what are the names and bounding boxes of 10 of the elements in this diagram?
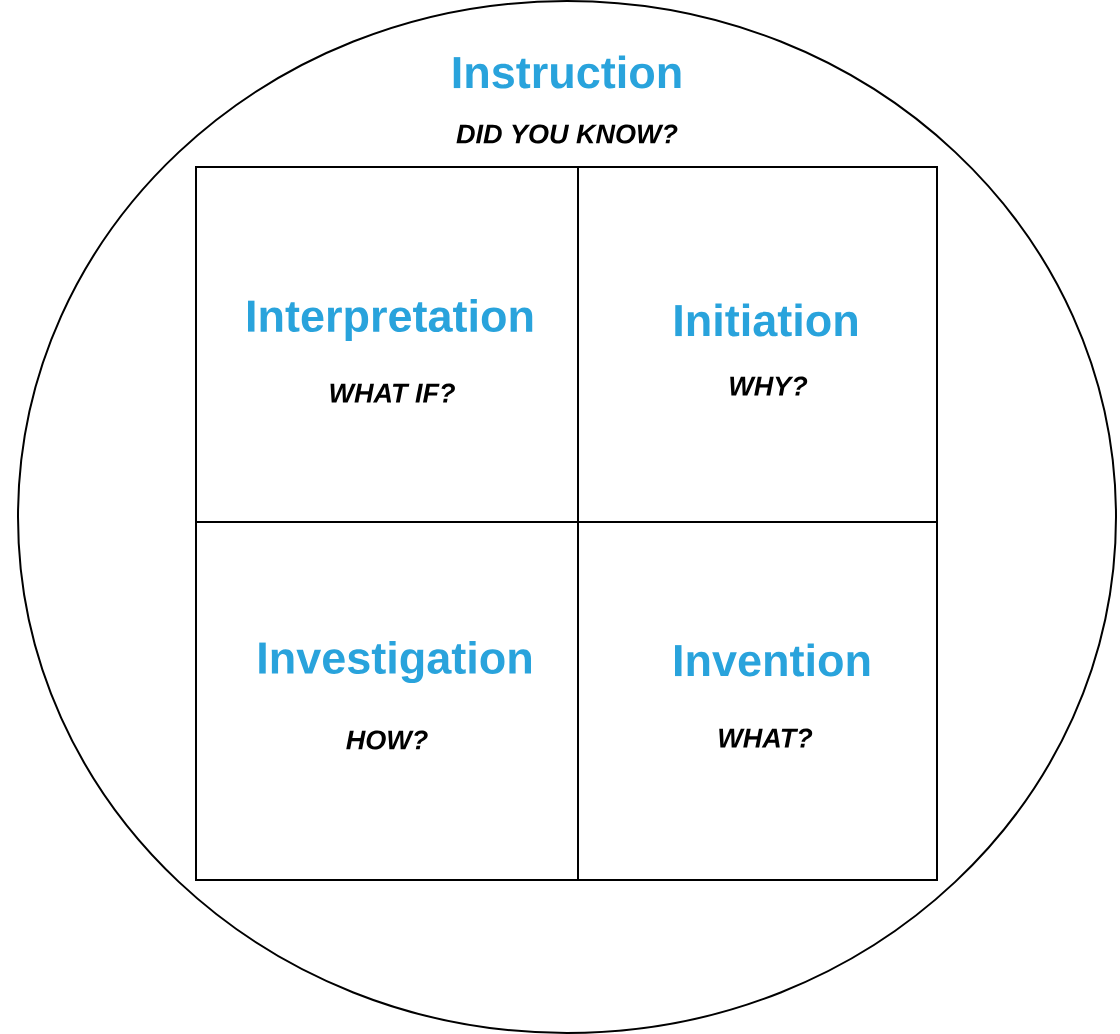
heading: Invention — [675, 643, 870, 677]
question: DID YOU KNOW? — [456, 124, 678, 144]
heading: Initiation — [675, 303, 857, 337]
question: WHAT IF? — [330, 383, 455, 403]
heading: Instruction — [453, 55, 681, 89]
question: HOW? — [346, 730, 428, 750]
heading: Interpretation — [248, 299, 533, 341]
question: WHAT? — [719, 728, 813, 748]
question: WHY? — [730, 376, 808, 396]
heading: Investigation — [259, 640, 531, 684]
